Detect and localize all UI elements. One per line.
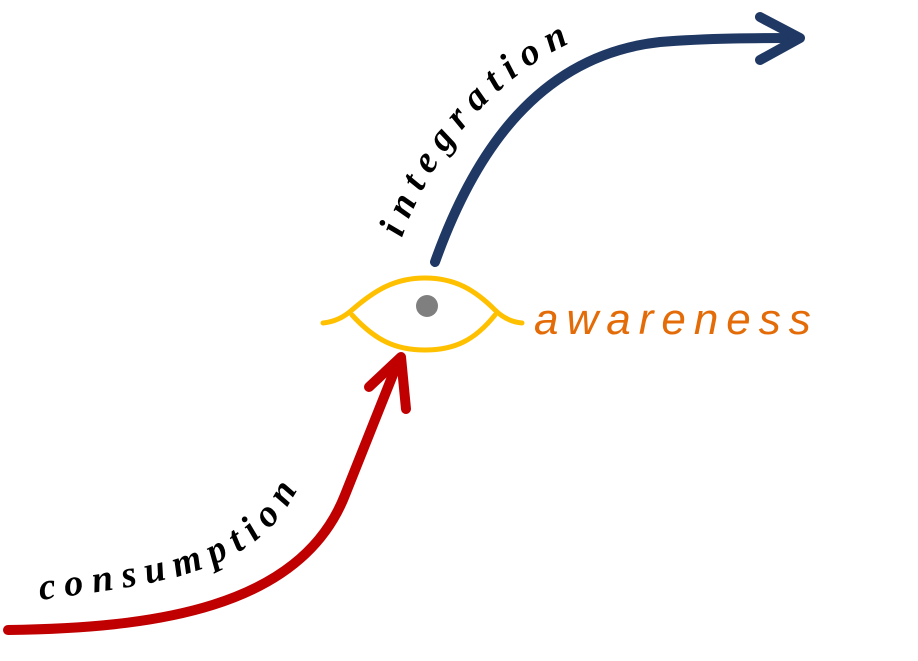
consumption-arrow-shaft [3,357,403,635]
eye-lower-lid [349,312,498,353]
consumption-label: consumption [36,465,310,609]
awareness-label: awareness [534,295,819,344]
integration-arrow [430,12,805,267]
integration-arrow-shaft [430,33,800,267]
eye-pupil [416,295,438,317]
integration-arrow-head [755,12,805,65]
consumption-arrow-head [364,352,411,414]
consumption-arrow [3,352,411,635]
eye-upper-lid [320,275,525,326]
eye-icon [320,275,525,353]
integration-label: integration [371,10,582,242]
